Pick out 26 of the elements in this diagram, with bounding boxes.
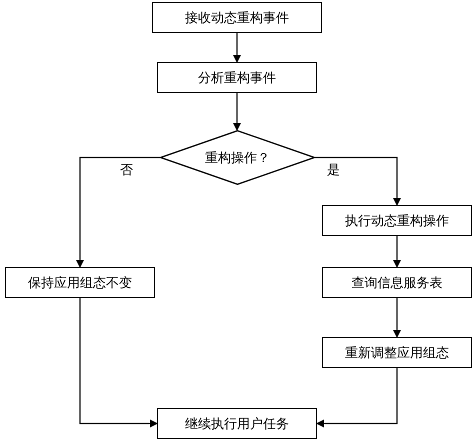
box-label: 执行动态重构操作 xyxy=(345,212,449,230)
process-box xyxy=(322,267,472,298)
arrow xyxy=(393,298,401,338)
process-box xyxy=(322,337,472,368)
box-label: 保持应用组态不变 xyxy=(28,274,132,292)
arrow xyxy=(79,298,158,428)
arrow xyxy=(76,156,160,268)
box-label: 查询信息服务表 xyxy=(352,274,442,292)
edge-label: 否 xyxy=(120,164,133,176)
arrow xyxy=(233,93,241,131)
box-label: 接收动态重构事件 xyxy=(185,10,289,26)
arrow xyxy=(233,33,241,63)
box-label: 继续执行用户任务 xyxy=(185,416,289,432)
edge-label: 是 xyxy=(327,164,340,176)
arrow xyxy=(315,156,401,206)
decision-diamond xyxy=(160,130,315,185)
process-box xyxy=(322,205,472,236)
arrow xyxy=(393,236,401,268)
process-box xyxy=(5,267,155,298)
box-label: 分析重构事件 xyxy=(198,70,276,86)
box-label: 重构操作？ xyxy=(205,150,270,166)
box-label: 重新调整应用组态 xyxy=(345,344,449,362)
arrow xyxy=(316,368,398,428)
process-box xyxy=(157,62,317,93)
process-box xyxy=(152,2,322,33)
process-box xyxy=(157,408,317,439)
